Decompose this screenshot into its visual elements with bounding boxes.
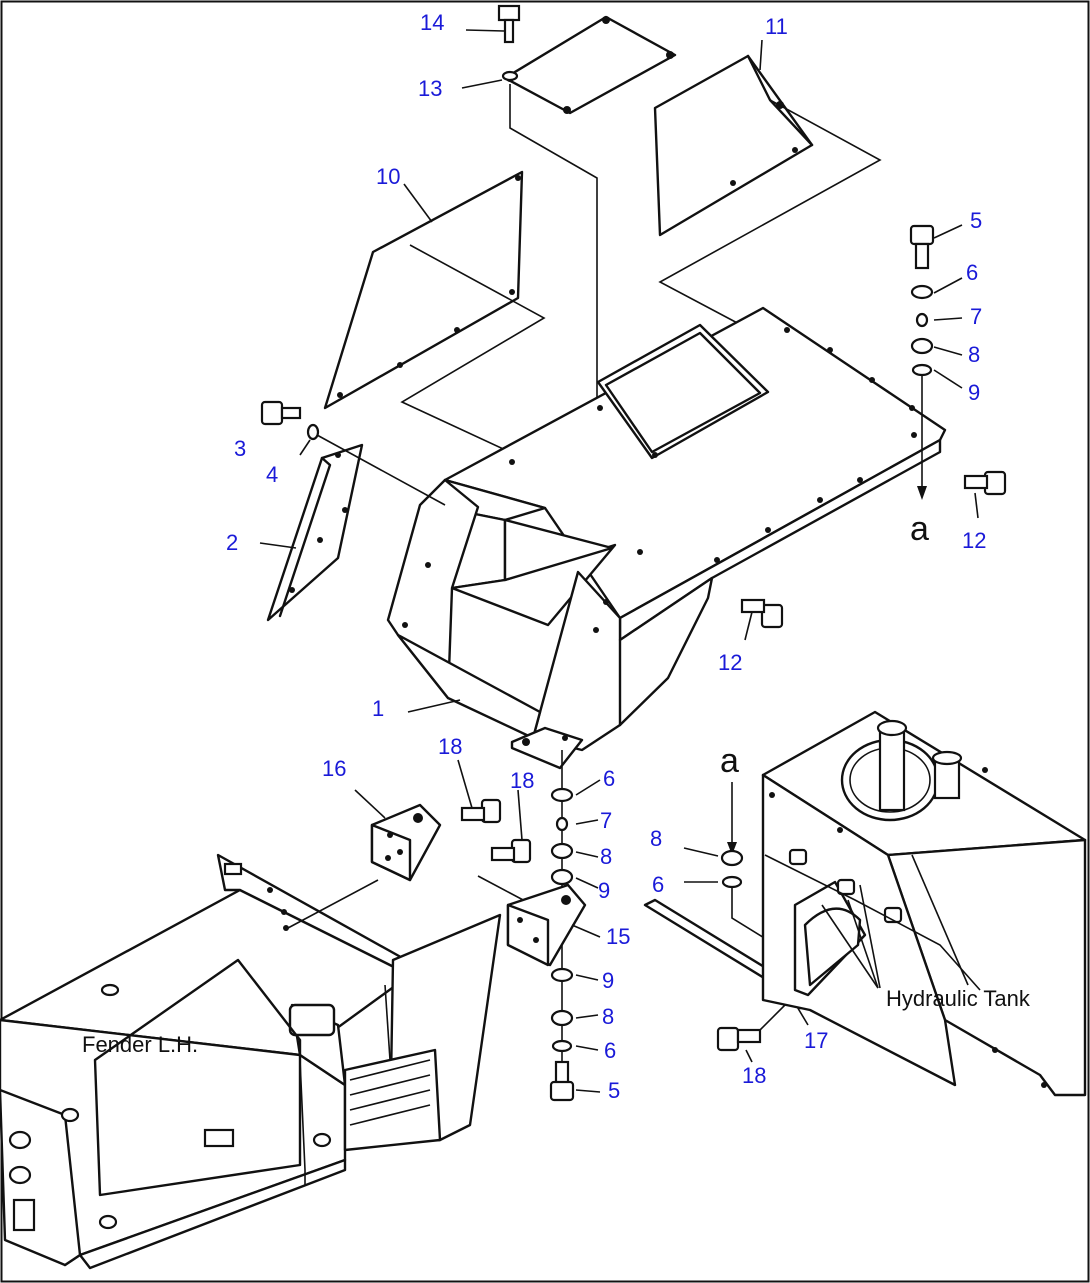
callout-c16: 16 [322,756,346,781]
assembly-line [658,99,882,336]
bolt-3 [260,400,302,426]
callout-c11: 11 [765,14,788,39]
callout-c18c: 18 [742,1063,766,1088]
callout-c6d: 6 [652,872,664,897]
callout-c13: 13 [418,76,442,101]
callout-c9a: 9 [968,380,980,405]
callout-c6b: 6 [603,766,615,791]
callout-c18a: 18 [438,734,462,759]
fender-label: Fender L.H. [82,1032,198,1057]
assembly-line [287,879,379,929]
callout-c1: 1 [372,696,384,721]
callout-c6c: 6 [604,1038,616,1063]
washer-4 [299,423,320,456]
callout-c10: 10 [376,164,400,189]
bracket-16 [354,789,442,882]
hydraulic-tank-label: Hydraulic Tank [886,986,1031,1011]
fender-lh [0,853,502,1270]
ref-a-bottom: a [720,742,739,780]
assembly-line [316,434,446,506]
callout-c2: 2 [226,530,238,555]
bolt-12-right [963,470,1007,519]
assembly-line [400,244,567,479]
panel-10 [323,170,524,410]
bolt-18-mid [490,789,532,864]
callout-c12a: 12 [962,528,986,553]
callout-c12b: 12 [718,650,742,675]
bracket-15 [506,883,601,967]
callout-c7a: 7 [970,304,982,329]
main-frame-1 [386,306,947,770]
callout-c8c: 8 [602,1004,614,1029]
hydraulic-tank [761,710,1087,1097]
callout-c14: 14 [420,10,444,35]
callout-c9b: 9 [598,878,610,903]
callout-c8a: 8 [968,342,980,367]
callout-c7b: 7 [600,808,612,833]
callout-c3: 3 [234,436,246,461]
callout-c17: 17 [804,1028,828,1053]
ref-a-top: a [910,510,929,548]
callout-c9c: 9 [602,968,614,993]
bolt-18-right [716,1026,762,1063]
callout-c15: 15 [606,924,630,949]
callout-c8d: 8 [650,826,662,851]
callout-c6a: 6 [966,260,978,285]
callout-c5a: 5 [970,208,982,233]
callout-c4: 4 [266,462,278,487]
callout-c18b: 18 [510,768,534,793]
bracket-2 [259,443,364,622]
callouts: 14 13 11 10 5 6 7 8 9 34 12 2 12 1 18 16 18 6 7 8 9 15 9 8 6 5 8 6 1… [226,10,986,1103]
bolt-12-center [740,598,784,641]
fastener-stack-top [909,224,963,500]
callout-c8b: 8 [600,844,612,869]
callout-c5b: 5 [608,1078,620,1103]
bolt-14 [465,4,521,44]
bolt-18-left [457,759,502,824]
washer-13 [461,70,519,89]
assembly-line [509,84,598,418]
